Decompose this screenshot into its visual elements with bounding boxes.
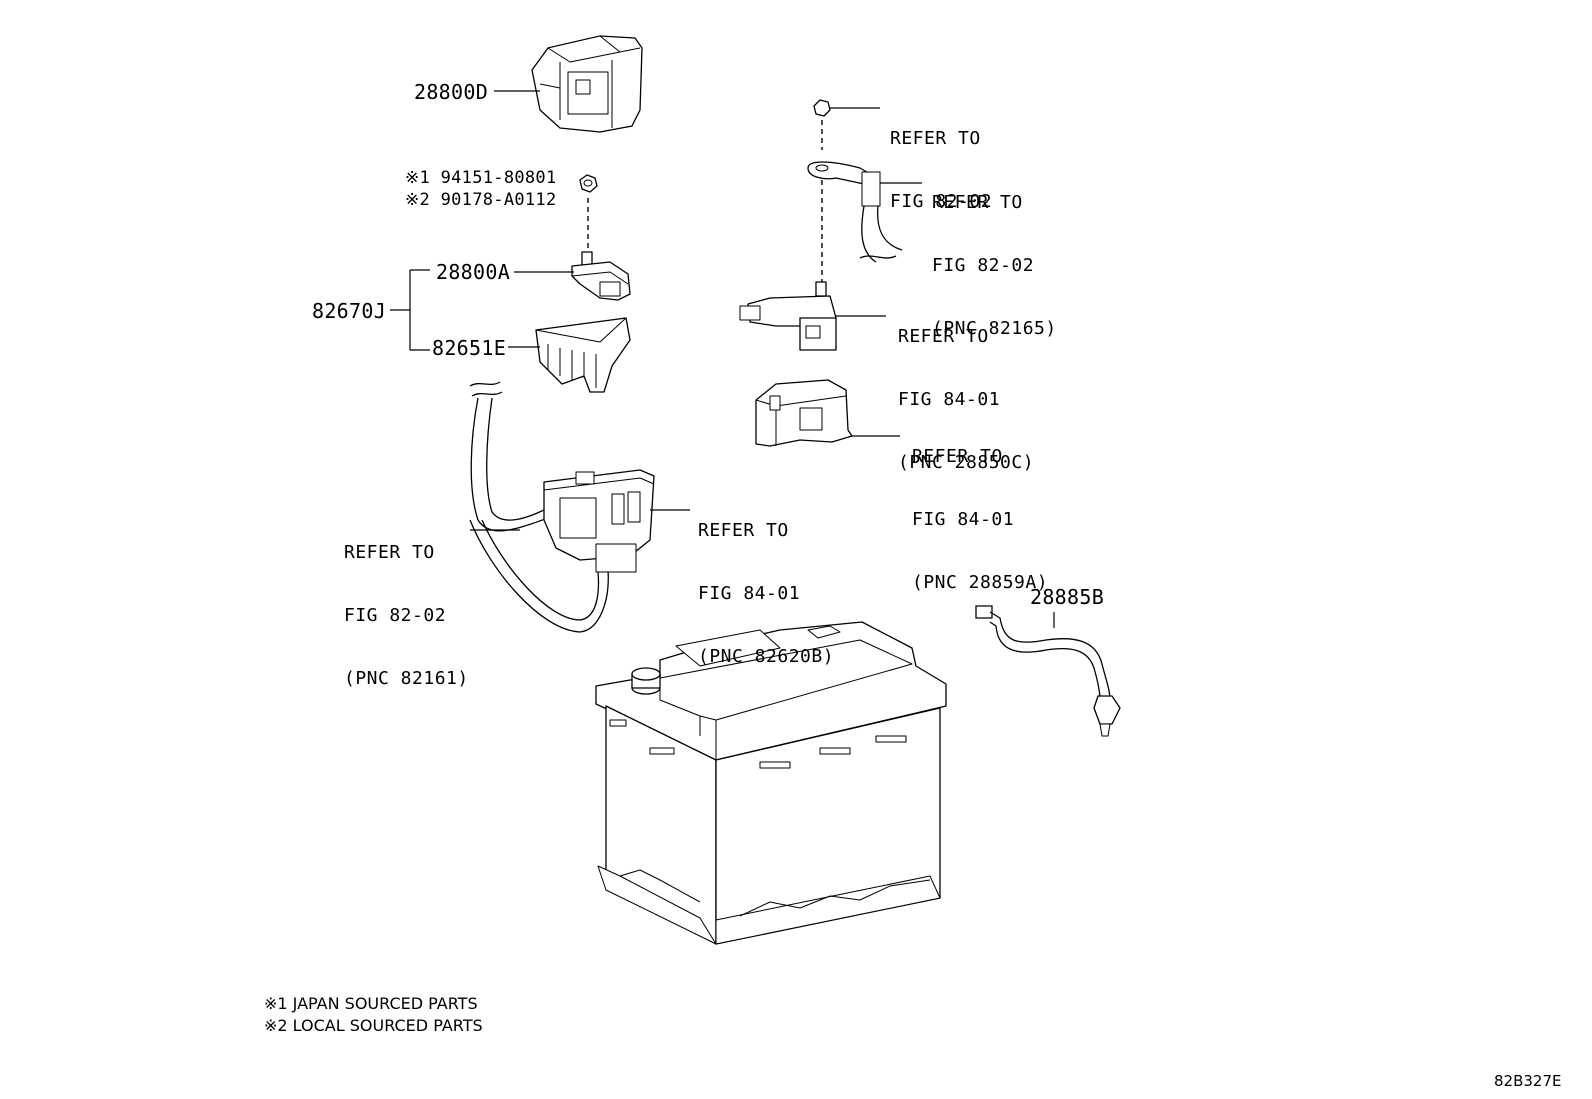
clamp-28800A-drawing: [571, 251, 631, 301]
refer-pnc: (PNC 82620B): [698, 646, 835, 667]
refer-callout-pnc-28859A: REFER TO FIG 84-01 (PNC 28859A): [912, 404, 1048, 614]
refer-callout-pnc-82161: REFER TO FIG 82-02 (PNC 82161): [344, 500, 469, 710]
leader-lines: [390, 90, 1055, 628]
battery-drawing: [595, 621, 947, 945]
negative-cable-drawing: [807, 99, 903, 282]
refer-callout-pnc-82165: REFER TO FIG 82-02 (PNC 82165): [932, 150, 1057, 360]
refer-line: REFER TO: [912, 446, 1003, 467]
refer-fig: FIG 82-02: [932, 255, 1035, 276]
refer-fig: FIG 84-01: [912, 509, 1015, 530]
refer-pnc: (PNC 28850C): [898, 452, 1035, 473]
refer-fig: FIG 84-01: [898, 389, 1001, 410]
refer-fig: FIG 82-02: [344, 605, 447, 626]
refer-fig: FIG 82-02: [890, 191, 993, 212]
refer-callout-fig82-02-nut: REFER TO FIG 82-02: [890, 86, 992, 233]
part-label-28800D: 28800D: [414, 80, 489, 104]
bolt-label-line2: ※2 90178-A0112: [405, 190, 557, 210]
terminal-block-82651E-drawing: [535, 317, 631, 393]
positive-cable-drawing: [469, 381, 655, 633]
refer-callout-pnc-82620B: REFER TO FIG 84-01 (PNC 82620B): [698, 478, 834, 688]
sensor-28850C-drawing: [739, 281, 837, 351]
refer-pnc: (PNC 28859A): [912, 572, 1049, 593]
refer-pnc: (PNC 82161): [344, 668, 469, 689]
cover-28859A-drawing: [755, 379, 853, 447]
part-label-82670J: 82670J: [312, 299, 387, 323]
refer-line: REFER TO: [698, 520, 789, 541]
refer-line: REFER TO: [890, 128, 981, 149]
note-local-sourced: ※2 LOCAL SOURCED PARTS: [264, 1016, 483, 1035]
bolt-label-line1: ※1 94151-80801: [405, 168, 557, 188]
refer-fig: FIG 84-01: [698, 583, 801, 604]
refer-pnc: (PNC 82165): [932, 318, 1057, 339]
refer-line: REFER TO: [932, 192, 1023, 213]
figure-id: 82B327E: [1494, 1072, 1562, 1090]
terminal-cover-28800D-drawing: [531, 35, 643, 133]
note-japan-sourced: ※1 JAPAN SOURCED PARTS: [264, 994, 478, 1013]
refer-callout-pnc-28850C: REFER TO FIG 84-01 (PNC 28850C): [898, 284, 1034, 494]
part-label-82651E: 82651E: [432, 336, 507, 360]
part-label-28800A: 28800A: [436, 260, 511, 284]
part-label-28885B: 28885B: [1030, 585, 1105, 609]
vent-hose-28885B-drawing: [975, 605, 1121, 737]
refer-line: REFER TO: [898, 326, 989, 347]
refer-line: REFER TO: [344, 542, 435, 563]
nut-drawing: [579, 174, 598, 193]
